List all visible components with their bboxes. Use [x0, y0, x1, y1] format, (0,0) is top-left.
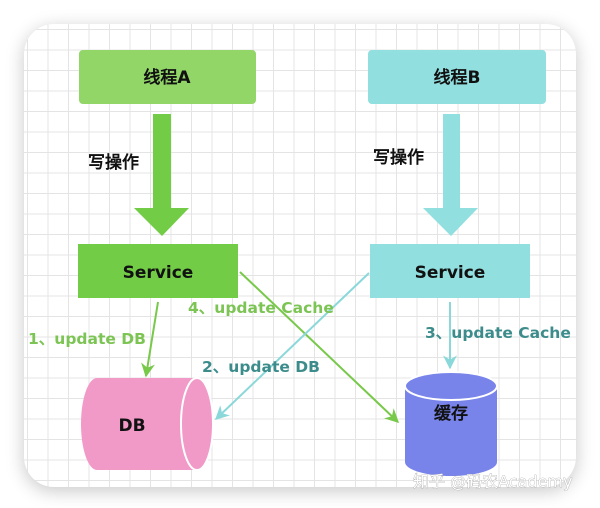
service-a-node: Service [78, 244, 238, 298]
service-b-node: Service [370, 244, 530, 298]
db-cylinder-cap [180, 377, 214, 471]
thread-a-label: 线程A [143, 67, 191, 88]
write-op-label-a: 写操作 [88, 152, 139, 173]
cache-node: 缓存 [404, 371, 498, 476]
service-a-label: Service [123, 263, 194, 283]
write-arrow-b [423, 114, 478, 236]
thread-b-node: 线程B [368, 50, 546, 104]
step1-label: 1、update DB [28, 330, 146, 348]
cache-cylinder [405, 386, 497, 476]
step2-arrow [214, 272, 370, 420]
watermark: 知乎 @码农Academy [413, 472, 572, 491]
thread-a-node: 线程A [79, 50, 256, 104]
db-node: DB [81, 377, 214, 471]
thread-b-box [368, 50, 546, 104]
thread-b-label: 线程B [434, 67, 481, 88]
thread-a-box [79, 50, 256, 104]
db-label: DB [118, 416, 145, 436]
cache-label: 缓存 [434, 403, 468, 424]
service-b-label: Service [415, 263, 486, 283]
service-b-box [370, 244, 530, 298]
step1-arrow [141, 301, 159, 378]
db-cylinder [81, 378, 213, 470]
step2-label: 2、update DB [202, 358, 320, 376]
service-a-box [78, 244, 238, 298]
write-arrow-a [134, 114, 189, 236]
write-op-label-b: 写操作 [373, 147, 424, 168]
cache-cylinder-cap [404, 371, 498, 401]
step4-arrow [239, 271, 400, 423]
step4-label: 4、update Cache [188, 299, 334, 317]
step3-label: 3、update Cache [425, 324, 571, 342]
